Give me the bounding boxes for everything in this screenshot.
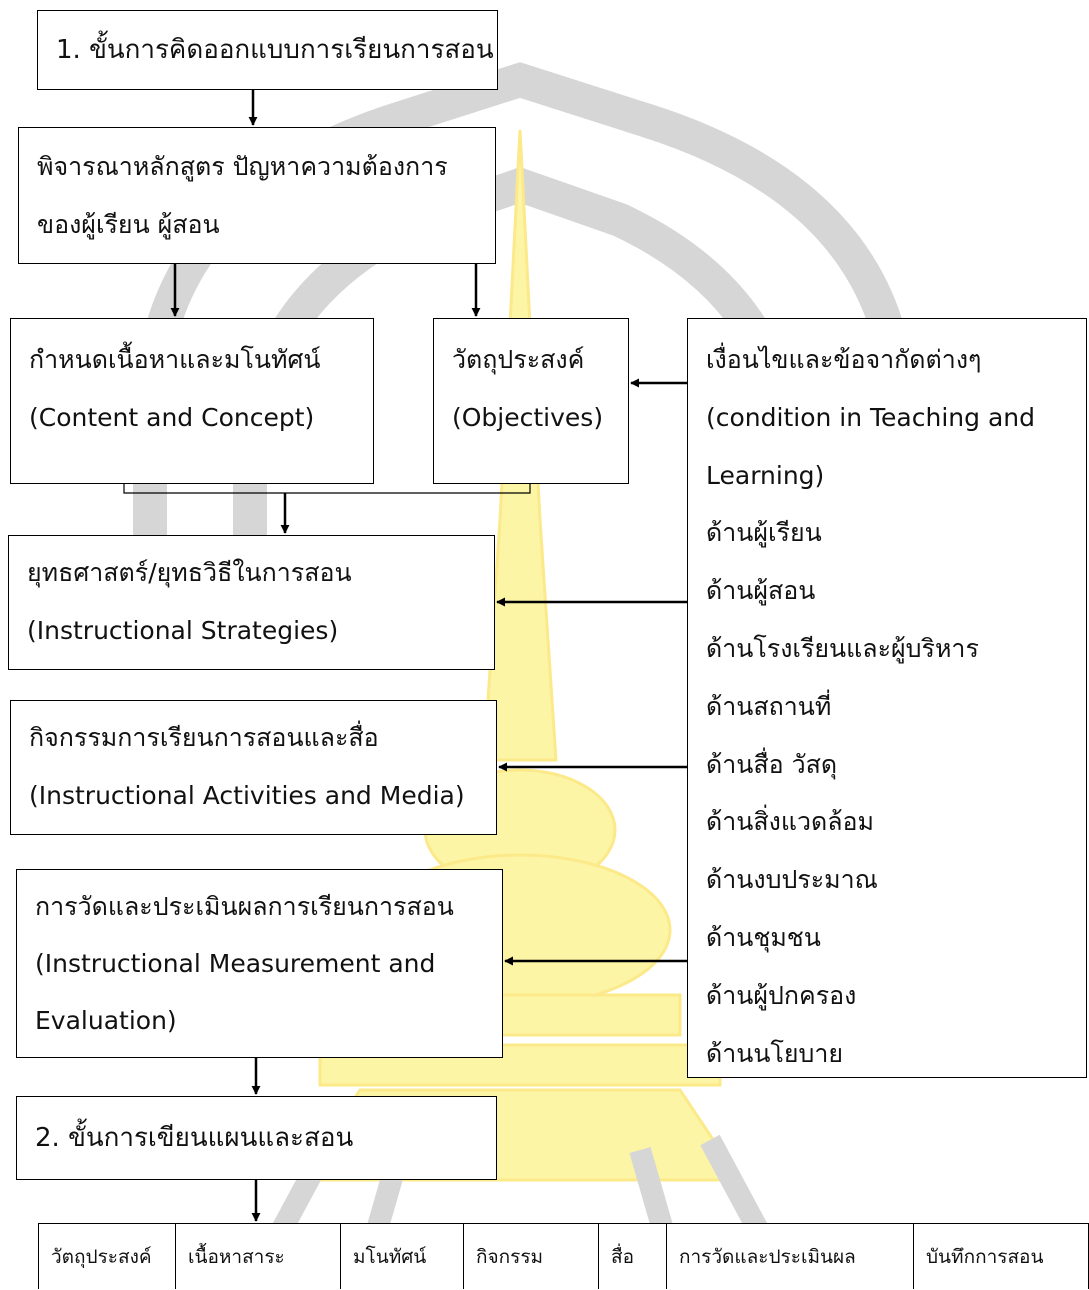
consider-curriculum-box: พิจารณาหลักสูตร ปัญหาความต้องการ ของผู้เ… [18, 127, 496, 264]
consider-line-1: พิจารณาหลักสูตร ปัญหาความต้องการ [37, 152, 448, 181]
strategies-line-1: ยุทธศาสตร์/ยุทธวิธีในการสอน [27, 558, 352, 587]
strategies-line-2: (Instructional Strategies) [27, 616, 339, 645]
activities-media-box: กิจกรรมการเรียนการสอนและสื่อ (Instructio… [10, 700, 497, 835]
objectives-box: วัตถุประสงค์ (Objectives) [433, 318, 629, 484]
evaluation-line-2: (Instructional Measurement and [35, 949, 436, 978]
activities-line-1: กิจกรรมการเรียนการสอนและสื่อ [29, 723, 379, 752]
conditions-box: เงื่อนไขและข้อจากัดต่างๆ (condition in T… [687, 318, 1087, 1078]
conditions-line: ด้านผู้ปกครอง [706, 980, 857, 1010]
conditions-line: ด้านนโยบาย [706, 1038, 844, 1068]
conditions-line: เงื่อนไขและข้อจากัดต่างๆ [706, 345, 982, 374]
plan-column-content: เนื้อหาสาระ [176, 1224, 341, 1289]
objectives-line-2: (Objectives) [452, 403, 604, 432]
consider-line-2: ของผู้เรียน ผู้สอน [37, 210, 220, 239]
plan-column-media: สื่อ [599, 1224, 667, 1289]
conditions-line: ด้านโรงเรียนและผู้บริหาร [706, 633, 979, 663]
conditions-line: ด้านสิ่งแวดล้อม [706, 807, 875, 837]
lesson-plan-columns: วัตถุประสงค์ เนื้อหาสาระ มโนทัศน์ กิจกรร… [38, 1223, 1089, 1289]
conditions-line: ด้านงบประมาณ [706, 865, 878, 895]
evaluation-line-3: Evaluation) [35, 1006, 177, 1035]
conditions-line: Learning) [706, 460, 825, 490]
objectives-line-1: วัตถุประสงค์ [452, 345, 585, 374]
step1-title: 1. ขั้นการคิดออกแบบการเรียนการสอน [56, 35, 494, 65]
plan-column-concept: มโนทัศน์ [341, 1224, 464, 1289]
step1-design-box: 1. ขั้นการคิดออกแบบการเรียนการสอน [37, 10, 498, 90]
conditions-line: (condition in Teaching and [706, 402, 1035, 432]
plan-column-evaluation: การวัดและประเมินผล [667, 1224, 914, 1289]
activities-line-2: (Instructional Activities and Media) [29, 781, 465, 810]
content-concept-box: กำหนดเนื้อหาและมโนทัศน์ (Content and Con… [10, 318, 374, 484]
conditions-line: ด้านชุมชน [706, 922, 821, 952]
conditions-line: ด้านผู้สอน [706, 576, 816, 606]
step2-writing-box: 2. ขั้นการเขียนแผนและสอน [16, 1096, 497, 1180]
evaluation-line-1: การวัดและประเมินผลการเรียนการสอน [35, 892, 454, 921]
strategies-box: ยุทธศาสตร์/ยุทธวิธีในการสอน (Instruction… [8, 535, 495, 670]
conditions-line: ด้านผู้เรียน [706, 518, 822, 548]
plan-column-activities: กิจกรรม [464, 1224, 599, 1289]
step2-title: 2. ขั้นการเขียนแผนและสอน [35, 1123, 354, 1153]
content-line-1: กำหนดเนื้อหาและมโนทัศน์ [29, 345, 321, 374]
content-line-2: (Content and Concept) [29, 403, 315, 432]
conditions-line: ด้านสถานที่ [706, 691, 832, 721]
plan-column-objectives: วัตถุประสงค์ [39, 1224, 176, 1289]
conditions-line: ด้านสื่อ วัสดุ [706, 749, 838, 779]
evaluation-box: การวัดและประเมินผลการเรียนการสอน (Instru… [16, 869, 503, 1058]
plan-column-teaching-record: บันทึกการสอน [914, 1224, 1089, 1289]
